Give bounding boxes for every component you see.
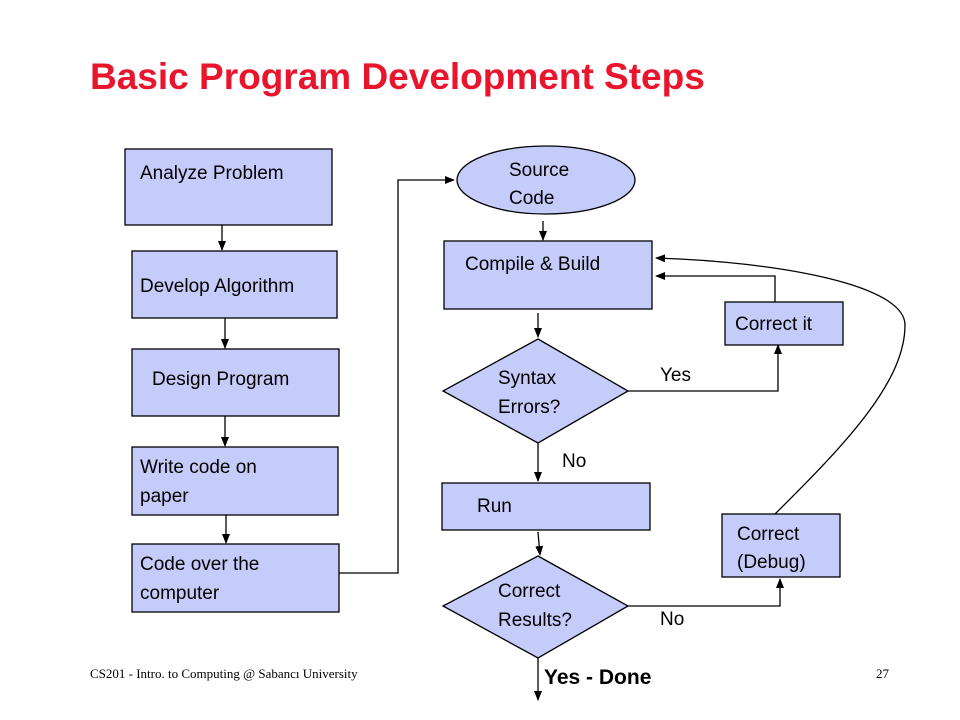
arrow-results-no-to-debug xyxy=(628,578,784,607)
node-run xyxy=(441,482,651,531)
node-code-over-computer xyxy=(131,543,340,613)
edge-label-results-no: No xyxy=(660,609,684,630)
node-correct-debug-label: Correct (Debug) xyxy=(737,524,806,573)
node-source-code xyxy=(456,145,636,215)
node-correct-results-label: Correct Results? xyxy=(498,581,572,631)
node-analyze-problem-label: Analyze Problem xyxy=(140,163,284,184)
node-code-over-computer-label: Code over the computer xyxy=(140,554,265,604)
arrow-code-to-source xyxy=(339,176,455,574)
arrow-correct-it-to-compile xyxy=(655,272,776,302)
node-write-code-paper xyxy=(131,446,339,516)
node-correct-results xyxy=(441,555,630,659)
node-source-code-label: Source Code xyxy=(509,160,574,209)
arrow-debug-to-compile xyxy=(655,254,906,515)
edge-label-yes-done: Yes - Done xyxy=(544,666,651,689)
edge-label-syntax-yes: Yes xyxy=(660,365,691,386)
node-compile-build-label: Compile & Build xyxy=(465,254,600,275)
node-develop-algorithm xyxy=(131,250,338,319)
node-write-code-paper-label: Write code on paper xyxy=(140,457,262,507)
edge-label-syntax-no: No xyxy=(562,451,586,472)
node-syntax-errors-label: Syntax Errors? xyxy=(498,368,561,418)
page-number: 27 xyxy=(876,666,889,681)
slide-title: Basic Program Development Steps xyxy=(90,56,705,97)
node-compile-build xyxy=(443,240,653,310)
arrow-syntax-yes-to-correct-it xyxy=(628,344,782,392)
arrow-run-to-results xyxy=(535,531,544,556)
node-develop-algorithm-label: Develop Algorithm xyxy=(140,276,294,297)
slide-footer: CS201 - Intro. to Computing @ Sabancı Un… xyxy=(90,666,358,681)
node-design-program-label: Design Program xyxy=(152,369,289,390)
node-correct-debug xyxy=(721,513,841,578)
node-syntax-errors xyxy=(441,338,630,444)
node-analyze-problem xyxy=(124,148,333,226)
node-run-label: Run xyxy=(477,496,512,517)
node-design-program xyxy=(131,348,340,417)
node-correct-it-label: Correct it xyxy=(735,314,813,335)
node-correct-it xyxy=(724,301,844,346)
